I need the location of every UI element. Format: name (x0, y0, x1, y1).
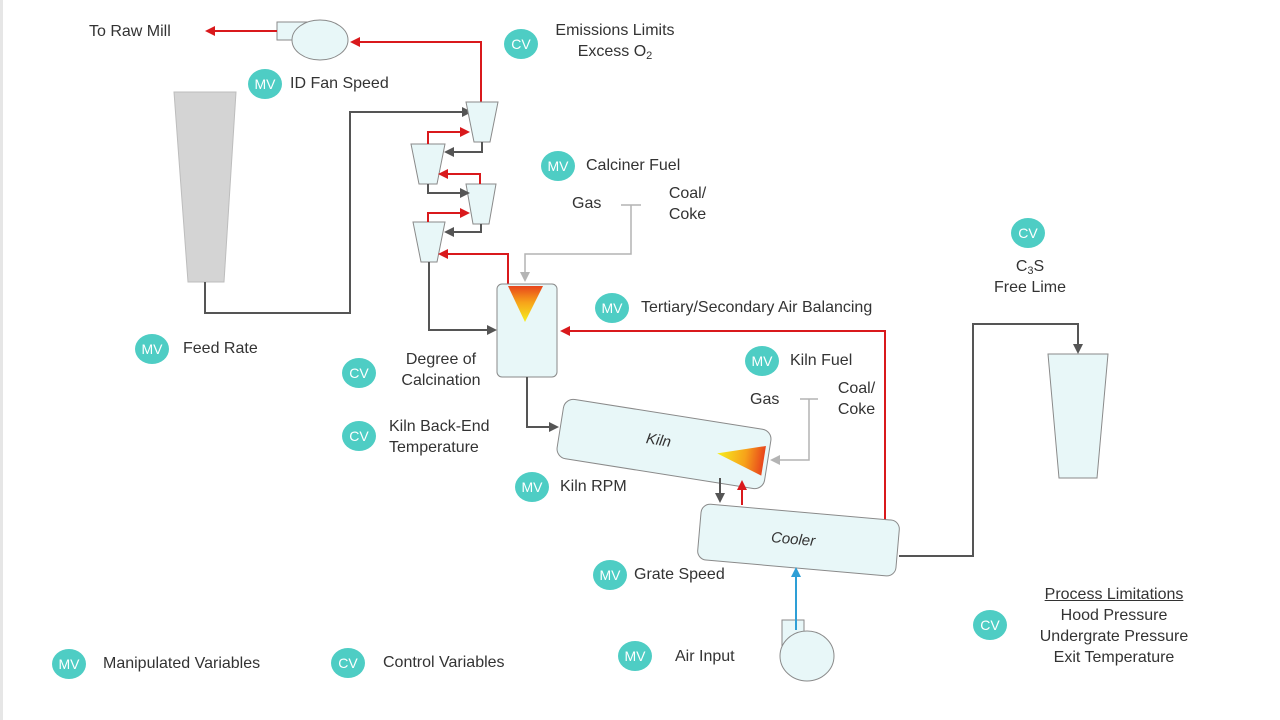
meal-c3-to-c4 (444, 224, 482, 237)
mv-badge-grate-speed: MV (593, 560, 627, 590)
gas-c4-to-c3 (427, 208, 470, 222)
calciner-fuel-label: Calciner Fuel (586, 157, 681, 174)
calciner-coke-text: Coke (668, 206, 707, 223)
degree-of-text: Degree of (405, 351, 477, 368)
c3s-c-text: C (1015, 258, 1028, 275)
kiln-flame (717, 445, 766, 476)
feed-rate-label: Feed Rate (183, 340, 258, 357)
undergrate-pressure-text: Undergrate Pressure (1039, 628, 1189, 645)
c3s-free-lime-label: C3S Free Lime (980, 256, 1080, 298)
gas-calciner-to-c4 (438, 249, 509, 284)
hood-pressure-text: Hood Pressure (1060, 607, 1168, 624)
kiln-body (556, 398, 772, 490)
preheater-to-fan-line (350, 37, 482, 102)
feed-line (204, 107, 472, 314)
mv-badge-tertiary-air: MV (595, 293, 629, 323)
legend-cv-label: Control Variables (383, 654, 505, 671)
calciner-fuel-line (520, 205, 632, 282)
emissions-label: Emissions Limits Excess O2 (540, 20, 690, 62)
c3s-text: C3S (980, 256, 1080, 277)
tertiary-secondary-air-label: Tertiary/Secondary Air Balancing (641, 299, 873, 316)
feed-silo (173, 91, 237, 283)
exit-temperature-text: Exit Temperature (1053, 649, 1175, 666)
cv-badge-c3s: CV (1011, 218, 1045, 248)
cv-badge-emissions: CV (504, 29, 538, 59)
legend-mv-label: Manipulated Variables (103, 655, 261, 672)
excess-o2-text: Excess O2 (540, 41, 690, 62)
cv-badge-calcination: CV (342, 358, 376, 388)
mv-badge-id-fan: MV (248, 69, 282, 99)
gas-c2-to-c1 (427, 127, 470, 144)
kiln-coal-text: Coal/ (837, 380, 876, 397)
clinker-silo (1047, 353, 1109, 479)
free-lime-text: Free Lime (993, 279, 1067, 296)
to-raw-mill-label: To Raw Mill (89, 23, 171, 40)
id-fan-speed-label: ID Fan Speed (290, 75, 389, 92)
c3s-s-text: S (1033, 258, 1045, 275)
kiln-fuel-line (770, 399, 810, 465)
degree-of-calcination-label: Degree of Calcination (386, 349, 496, 391)
mv-badge-kiln-rpm: MV (515, 472, 549, 502)
kiln-gas-label: Gas (750, 391, 780, 408)
id-fan-housing (291, 19, 349, 61)
meal-c1-to-c2 (444, 142, 483, 157)
meal-c4-to-calciner (428, 262, 497, 335)
process-limitations-heading: Process Limitations (1044, 586, 1184, 603)
calcination-text: Calcination (401, 372, 481, 389)
kiln-rpm-label: Kiln RPM (560, 478, 627, 495)
kiln-fuel-label: Kiln Fuel (790, 352, 853, 369)
kiln-coal-coke-label: Coal/ Coke (829, 378, 884, 420)
mv-badge-calciner-fuel: MV (541, 151, 575, 181)
cyclone-1 (465, 101, 499, 143)
kiln-back-end-temp-label: Kiln Back-End Temperature (389, 416, 490, 458)
id-fan (276, 19, 349, 61)
tertiary-air-duct (560, 326, 886, 527)
cyclone-2 (410, 143, 446, 185)
cyclone-4 (412, 221, 446, 263)
process-limitations-label: Process Limitations Hood Pressure Underg… (1018, 584, 1210, 668)
air-input-fan (779, 619, 835, 682)
cv-badge-process-limitations: CV (973, 610, 1007, 640)
meal-c2-to-c3 (427, 184, 470, 198)
air-fan-housing (779, 630, 835, 682)
mv-badge-kiln-fuel: MV (745, 346, 779, 376)
air-input-label: Air Input (675, 648, 735, 665)
legend-mv-badge: MV (52, 649, 86, 679)
calciner-flame (508, 286, 543, 322)
calciner-gas-label: Gas (572, 195, 602, 212)
o2-subscript: 2 (646, 50, 653, 62)
calciner-coal-coke-label: Coal/ Coke (660, 183, 715, 225)
kiln-coke-text: Coke (837, 401, 876, 418)
kiln-back-end-text: Kiln Back-End (389, 418, 490, 435)
mv-badge-air-input: MV (618, 641, 652, 671)
grate-speed-label: Grate Speed (634, 566, 725, 583)
cv-badge-kiln-back-end: CV (342, 421, 376, 451)
clinker-to-silo-line (899, 323, 1083, 557)
calciner-to-kiln-line (526, 377, 559, 432)
c3s-subscript: 3 (1027, 265, 1034, 277)
excess-o-text: Excess O (577, 43, 647, 60)
kiln-group (556, 398, 772, 490)
preheater-tower (410, 101, 499, 263)
gas-c3-to-c2 (438, 169, 481, 184)
calciner-coal-text: Coal/ (668, 185, 707, 202)
temperature-text: Temperature (389, 439, 479, 456)
mv-badge-feed-rate: MV (135, 334, 169, 364)
legend-cv-badge: CV (331, 648, 365, 678)
page-left-edge (0, 0, 3, 720)
emissions-limits-text: Emissions Limits (555, 22, 675, 39)
kiln-label: Kiln (644, 430, 673, 451)
cyclone-3 (465, 183, 497, 225)
